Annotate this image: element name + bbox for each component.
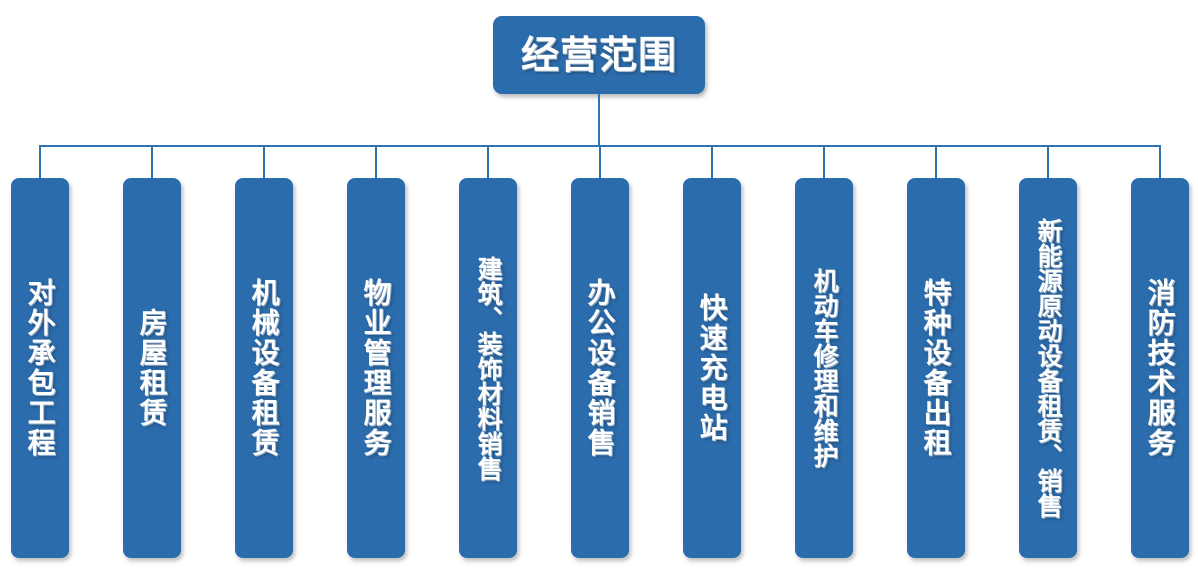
- leaf-node-3[interactable]: 机械设备租赁: [235, 178, 293, 558]
- connector-drop-9: [935, 146, 937, 179]
- leaf-node-label-10: 新能源原动设备租赁、销售: [1034, 218, 1064, 518]
- leaf-node-1[interactable]: 对外承包工程: [11, 178, 69, 558]
- leaf-node-2[interactable]: 房屋租赁: [123, 178, 181, 558]
- connector-drop-1: [39, 146, 41, 179]
- connector-drop-4: [375, 146, 377, 179]
- root-node-business-scope[interactable]: 经营范围: [493, 16, 705, 94]
- connector-drop-7: [711, 146, 713, 179]
- leaf-node-label-6: 办公设备销售: [583, 278, 617, 458]
- leaf-node-label-5: 建筑、装饰材料销售: [474, 255, 504, 481]
- connector-drop-11: [1159, 146, 1161, 179]
- root-node-label: 经营范围: [520, 33, 677, 77]
- connector-root-stem: [598, 94, 600, 146]
- leaf-node-label-11: 消防技术服务: [1143, 278, 1177, 458]
- leaf-node-label-2: 房屋租赁: [135, 308, 169, 428]
- leaf-node-label-7: 快速充电站: [695, 293, 729, 443]
- connector-drop-3: [263, 146, 265, 179]
- leaf-node-label-8: 机动车修理和维护: [810, 268, 840, 468]
- leaf-node-10[interactable]: 新能源原动设备租赁、销售: [1019, 178, 1077, 558]
- connector-drop-8: [823, 146, 825, 179]
- connector-drop-10: [1047, 146, 1049, 179]
- leaf-node-7[interactable]: 快速充电站: [683, 178, 741, 558]
- connector-drop-5: [487, 146, 489, 179]
- leaf-node-6[interactable]: 办公设备销售: [571, 178, 629, 558]
- connector-drop-6: [599, 146, 601, 179]
- leaf-node-5[interactable]: 建筑、装饰材料销售: [459, 178, 517, 558]
- leaf-node-label-3: 机械设备租赁: [247, 278, 281, 458]
- leaf-node-label-9: 特种设备出租: [919, 278, 953, 458]
- leaf-node-8[interactable]: 机动车修理和维护: [795, 178, 853, 558]
- leaf-node-11[interactable]: 消防技术服务: [1131, 178, 1189, 558]
- leaf-node-4[interactable]: 物业管理服务: [347, 178, 405, 558]
- connector-drop-2: [151, 146, 153, 179]
- leaf-node-9[interactable]: 特种设备出租: [907, 178, 965, 558]
- leaf-node-label-4: 物业管理服务: [359, 278, 393, 458]
- leaf-node-label-1: 对外承包工程: [23, 278, 57, 458]
